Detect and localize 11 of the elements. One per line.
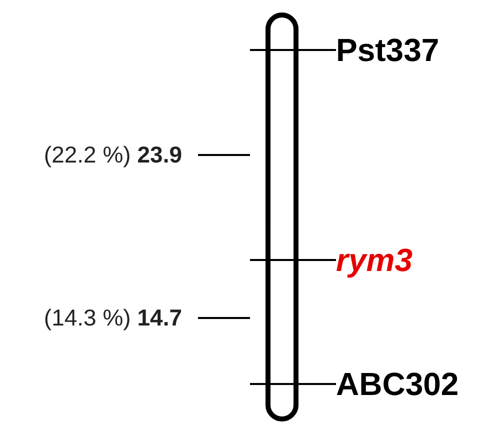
leader-line bbox=[314, 259, 336, 261]
leader-line bbox=[198, 317, 250, 319]
leader-line bbox=[314, 49, 336, 51]
distance-label: (14.3 %) 14.7 bbox=[44, 306, 198, 330]
chromosome-drawing bbox=[250, 12, 314, 422]
marker-label: Pst337 bbox=[336, 34, 440, 66]
distance-label: (22.2 %) 23.9 bbox=[44, 144, 198, 166]
gene-label: rym3 bbox=[336, 244, 412, 276]
leader-line bbox=[314, 383, 336, 385]
leader-line bbox=[198, 154, 250, 156]
marker-label: ABC302 bbox=[336, 368, 459, 400]
